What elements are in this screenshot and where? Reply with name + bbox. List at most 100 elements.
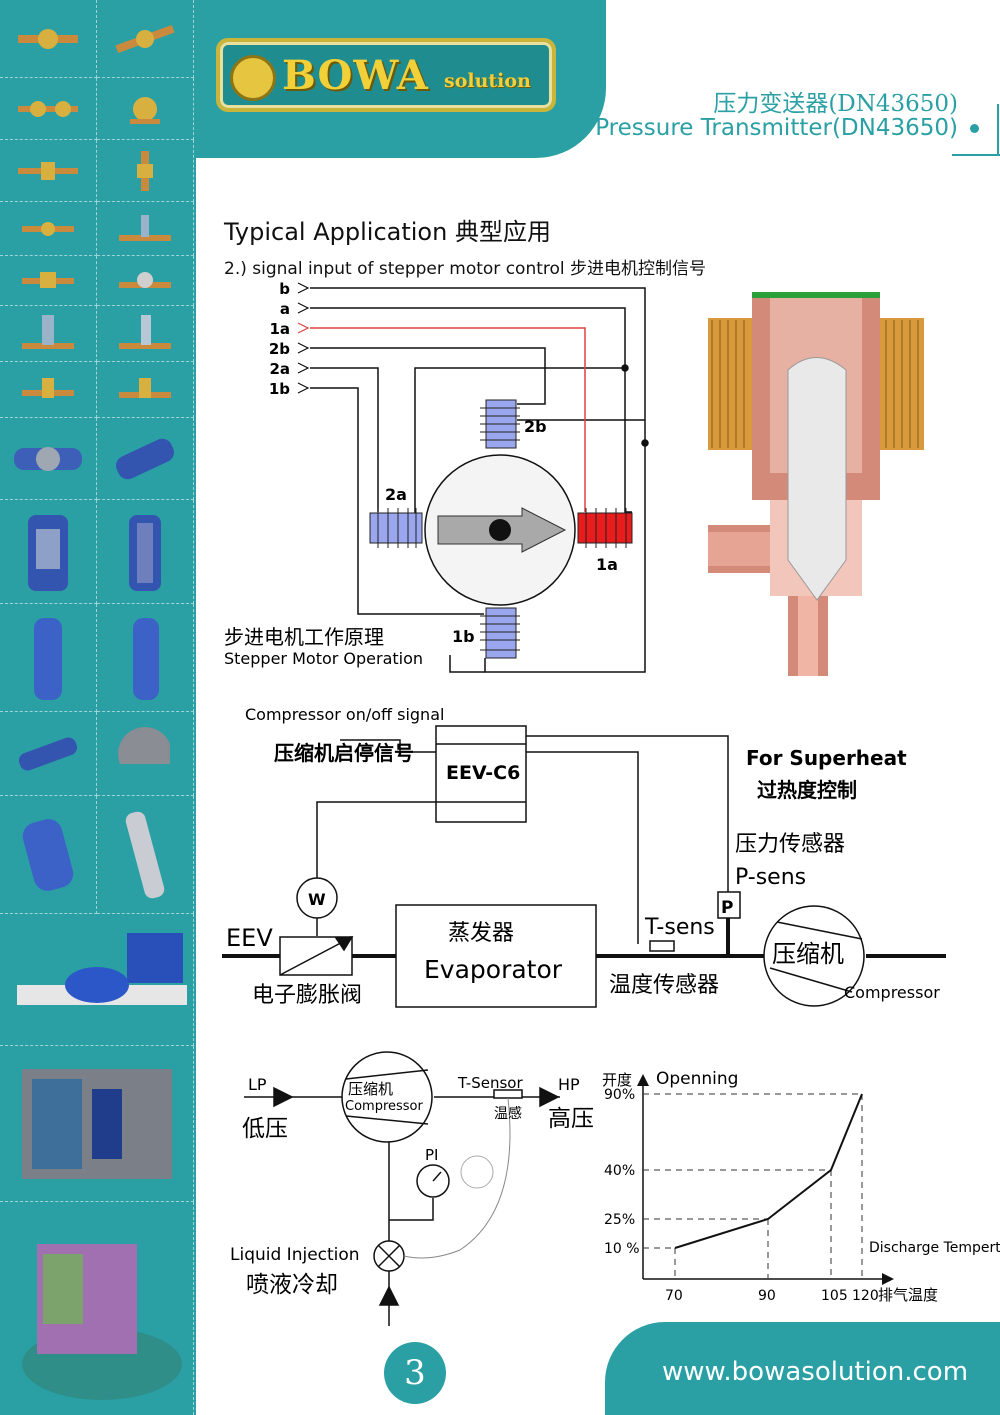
product-tile bbox=[97, 256, 194, 306]
t-sensor-label-cn: 温感 bbox=[494, 1105, 522, 1122]
product-tile bbox=[0, 604, 97, 712]
product-tile bbox=[0, 1046, 194, 1202]
container-unit-thumbnail bbox=[21, 1243, 182, 1400]
t-sens-label: T-sens bbox=[644, 915, 715, 940]
product-tile bbox=[97, 362, 194, 418]
chart-xlabel-cn: 排气温度 bbox=[878, 1286, 938, 1304]
product-tile bbox=[0, 140, 97, 202]
product-tile bbox=[97, 796, 194, 914]
valve-thumbnail bbox=[22, 221, 74, 236]
evaporator-label: Evaporator bbox=[424, 955, 563, 984]
receiver-thumbnail bbox=[28, 514, 68, 591]
section-title: Typical Application 典型应用 bbox=[224, 218, 551, 246]
product-tile bbox=[97, 306, 194, 362]
coil-label-2a: 2a bbox=[385, 485, 407, 504]
compressor-label-cn: 压缩机 bbox=[772, 940, 844, 968]
input-arrows bbox=[297, 282, 310, 394]
valve-thumbnail bbox=[119, 214, 171, 241]
injection-compressor-label: Compressor bbox=[345, 1099, 424, 1114]
page-number: 3 bbox=[384, 1342, 446, 1404]
product-tile bbox=[0, 306, 97, 362]
input-label-b: b bbox=[279, 280, 290, 298]
product-tile bbox=[0, 796, 97, 914]
filter-drier-thumbnail bbox=[116, 438, 174, 479]
product-tile bbox=[0, 78, 97, 140]
rotor-center-icon bbox=[489, 519, 511, 541]
superheat-label-cn: 过热度控制 bbox=[757, 778, 857, 802]
accumulator-thumbnail bbox=[34, 617, 62, 700]
compressor-signal-label: Compressor on/off signal bbox=[245, 705, 444, 724]
coil-label-1a: 1a bbox=[596, 555, 618, 574]
eev-label: EEV bbox=[226, 924, 273, 952]
chart-y-arrow-icon bbox=[637, 1074, 649, 1086]
chart-x-tick-label: 120 bbox=[852, 1288, 879, 1304]
input-label-1a: 1a bbox=[269, 320, 290, 338]
superheat-system-diagram bbox=[222, 725, 946, 1008]
hp-label: HP bbox=[558, 1075, 580, 1094]
heat-exchanger-thumbnail bbox=[125, 811, 165, 898]
eev-label-cn: 电子膨胀阀 bbox=[252, 983, 362, 1008]
t-sensor-label: T-Sensor bbox=[457, 1074, 523, 1092]
logo-emblem-icon bbox=[230, 55, 276, 101]
input-label-2a: 2a bbox=[269, 360, 290, 378]
evaporator-label-cn: 蒸发器 bbox=[448, 921, 514, 946]
liquid-injection-diagram bbox=[244, 1051, 560, 1326]
product-tile bbox=[97, 0, 194, 78]
receiver-thumbnail bbox=[129, 514, 161, 591]
product-tile bbox=[0, 362, 97, 418]
oil-separator-thumbnail bbox=[18, 737, 78, 770]
lp-label-cn: 低压 bbox=[242, 1116, 288, 1142]
injection-compressor-label-cn: 压缩机 bbox=[348, 1080, 393, 1098]
hp-label-cn: 高压 bbox=[548, 1106, 594, 1132]
compressor-label: Compressor bbox=[844, 983, 940, 1002]
footer-band bbox=[605, 1322, 1000, 1415]
liquid-injection-label: Liquid Injection bbox=[230, 1245, 360, 1265]
product-tile bbox=[97, 604, 194, 712]
product-tile bbox=[0, 914, 194, 1046]
chart-xlabel: Discharge Temperture bbox=[869, 1240, 1000, 1256]
stepper-caption-cn: 步进电机工作原理 bbox=[224, 625, 384, 649]
input-label-1b: 1b bbox=[269, 380, 290, 398]
logo-subtext: solution bbox=[444, 70, 531, 92]
compressor-unit-thumbnail bbox=[16, 932, 187, 1005]
title-bullet-icon bbox=[970, 124, 979, 133]
valve-thumbnail bbox=[18, 28, 78, 49]
chart-y-tick-label: 40% bbox=[604, 1163, 635, 1179]
accumulator-thumbnail bbox=[133, 617, 159, 700]
coil-2a bbox=[369, 508, 423, 548]
product-tile bbox=[97, 712, 194, 796]
chart-ylabel: Openning bbox=[656, 1069, 738, 1089]
product-tile bbox=[0, 202, 97, 256]
section-subtitle: 2.) signal input of stepper motor contro… bbox=[224, 259, 707, 279]
compressor-signal-label-cn: 压缩机启停信号 bbox=[274, 741, 414, 765]
solenoid-valve-thumbnail bbox=[22, 314, 74, 349]
solenoid-valve-thumbnail bbox=[119, 314, 171, 349]
sight-glass-thumbnail bbox=[130, 96, 160, 124]
temp-sensor-label-cn: 温度传感器 bbox=[609, 973, 719, 998]
product-tile bbox=[97, 78, 194, 140]
input-label-a: a bbox=[280, 300, 290, 318]
product-tile bbox=[97, 140, 194, 202]
valve-thumbnail bbox=[119, 271, 171, 288]
liquid-injection-label-cn: 喷液冷却 bbox=[246, 1272, 338, 1298]
lp-label: LP bbox=[248, 1075, 267, 1094]
chart-x-tick-label: 105 bbox=[821, 1288, 848, 1304]
product-title-cn: 压力变送器(DN43650) bbox=[713, 91, 958, 117]
valve-thumbnail bbox=[115, 24, 175, 53]
p-sensor-icon: P bbox=[721, 898, 733, 918]
heat-exchanger-thumbnail bbox=[22, 818, 74, 891]
superheat-label: For Superheat bbox=[746, 746, 907, 770]
fitting-thumbnail bbox=[18, 161, 78, 180]
valve-thumbnail bbox=[119, 377, 171, 398]
product-tile bbox=[0, 500, 97, 604]
coil-1a-active bbox=[577, 508, 633, 548]
product-sidebar bbox=[0, 0, 196, 1415]
product-tile bbox=[0, 1202, 194, 1415]
title-divider bbox=[952, 154, 1000, 156]
product-tile bbox=[97, 418, 194, 500]
fitting-thumbnail bbox=[137, 150, 153, 191]
website-link[interactable]: www.bowasolution.com bbox=[662, 1357, 969, 1387]
coil-2b bbox=[480, 399, 520, 449]
logo-text: BOWA bbox=[282, 52, 429, 99]
